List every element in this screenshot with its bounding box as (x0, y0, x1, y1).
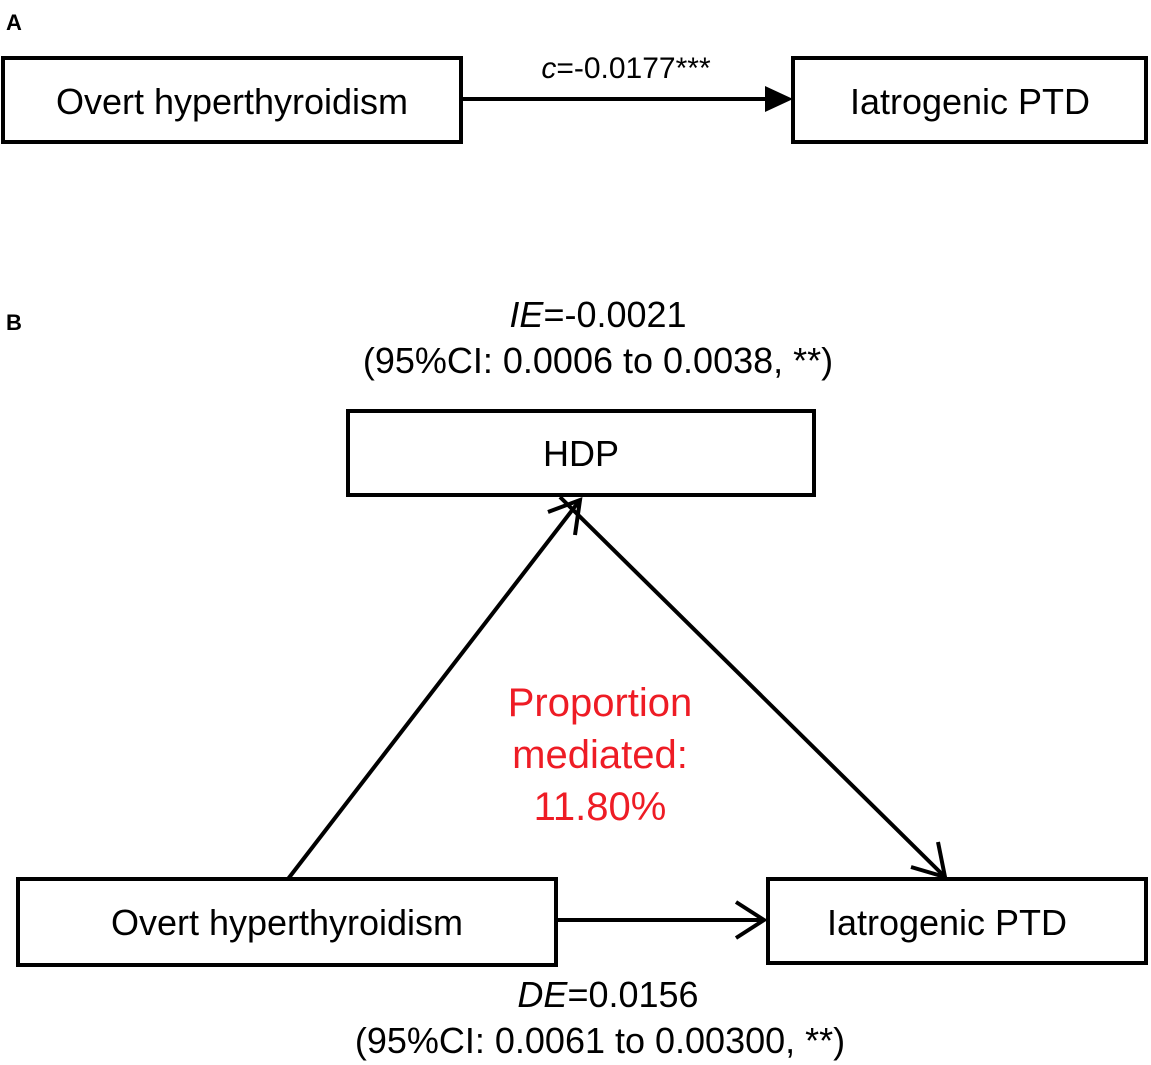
path-direct-arrowhead (734, 900, 768, 940)
direct-effect-ci: (95%CI: 0.0061 to 0.00300, **) (355, 1020, 845, 1061)
panel-a-effect-value: =-0.0177*** (556, 52, 711, 85)
mediator-box (346, 409, 816, 497)
panel-a-effect-symbol: c (541, 52, 556, 85)
path-source-to-mediator-arrowhead (547, 496, 583, 536)
panel-a-letter: A (6, 10, 22, 35)
panel-b-target-label: Iatrogenic PTD (827, 902, 1067, 943)
panel-a-target-label: Iatrogenic PTD (850, 81, 1090, 122)
indirect-effect-ci: (95%CI: 0.0006 to 0.0038, **) (363, 340, 833, 381)
panel-b-source-label: Overt hyperthyroidism (111, 902, 463, 943)
indirect-effect-symbol: IE (509, 294, 544, 335)
panel-a-source-label: Overt hyperthyroidism (56, 81, 408, 122)
panel-a-source-box (1, 56, 463, 144)
proportion-mediated-line1: Proportion (508, 681, 693, 725)
path-source-to-mediator (286, 498, 582, 881)
panel-b-letter: B (6, 310, 22, 335)
panel-b-target-box (766, 877, 1148, 965)
direct-effect-value: =0.0156 (567, 974, 698, 1015)
indirect-effect-value: =-0.0021 (543, 294, 686, 335)
direct-effect-label: DE=0.0156 (517, 974, 698, 1015)
path-mediator-to-target (558, 495, 947, 879)
proportion-mediated-line2: mediated: (512, 733, 688, 777)
panel-a-effect-label: c=-0.0177*** (541, 52, 711, 85)
panel-a-target-box (791, 56, 1148, 144)
indirect-effect-label: IE=-0.0021 (509, 294, 686, 335)
direct-effect-symbol: DE (517, 974, 568, 1015)
proportion-mediated-value: 11.80% (534, 785, 667, 829)
panel-a-arrowhead (765, 86, 793, 112)
mediator-label: HDP (543, 433, 619, 474)
